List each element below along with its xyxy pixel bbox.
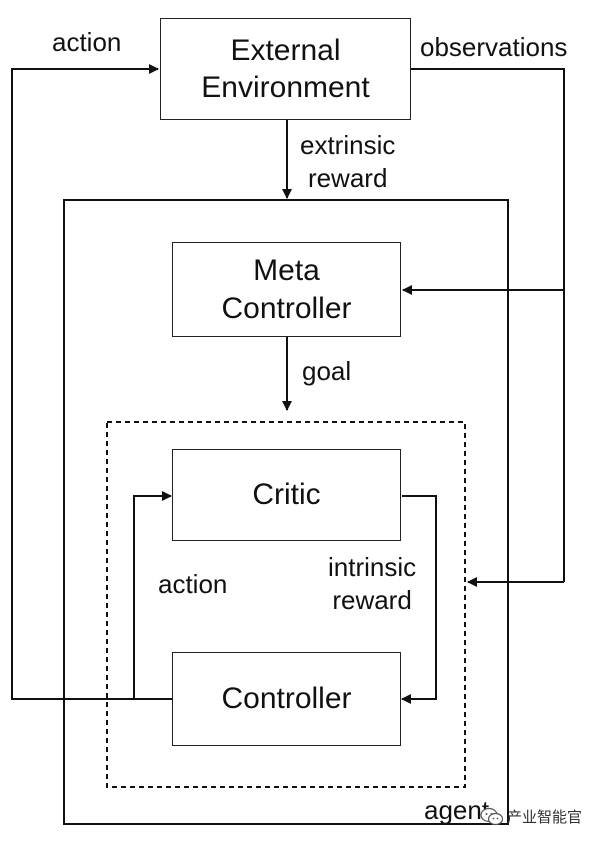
observations-label: observations [420, 32, 568, 62]
agent-box [63, 199, 509, 825]
extrinsic-reward-label: extrinsic reward [300, 130, 396, 193]
action-arrow-to-environment [11, 64, 176, 700]
wechat-icon [480, 807, 504, 825]
observations-line [411, 68, 565, 582]
action-label-inner: action [158, 569, 228, 599]
action-label-top: action [52, 27, 122, 57]
inner-dashed-box [106, 421, 466, 788]
external-environment-box: External Environment [160, 18, 411, 120]
intrinsic-reward-label: intrinsic reward [328, 552, 417, 615]
agent-label: agent [424, 795, 490, 825]
action-arrow-to-critic [133, 491, 172, 699]
watermark: 产业智能官 [480, 806, 582, 827]
intrinsic-reward-arrow [401, 495, 437, 704]
controller-box: Controller [172, 652, 401, 746]
goal-label: goal [302, 356, 352, 386]
watermark-text: 产业智能官 [507, 809, 583, 826]
critic-box: Critic [172, 449, 401, 541]
meta-controller-box: Meta Controller [172, 242, 401, 337]
